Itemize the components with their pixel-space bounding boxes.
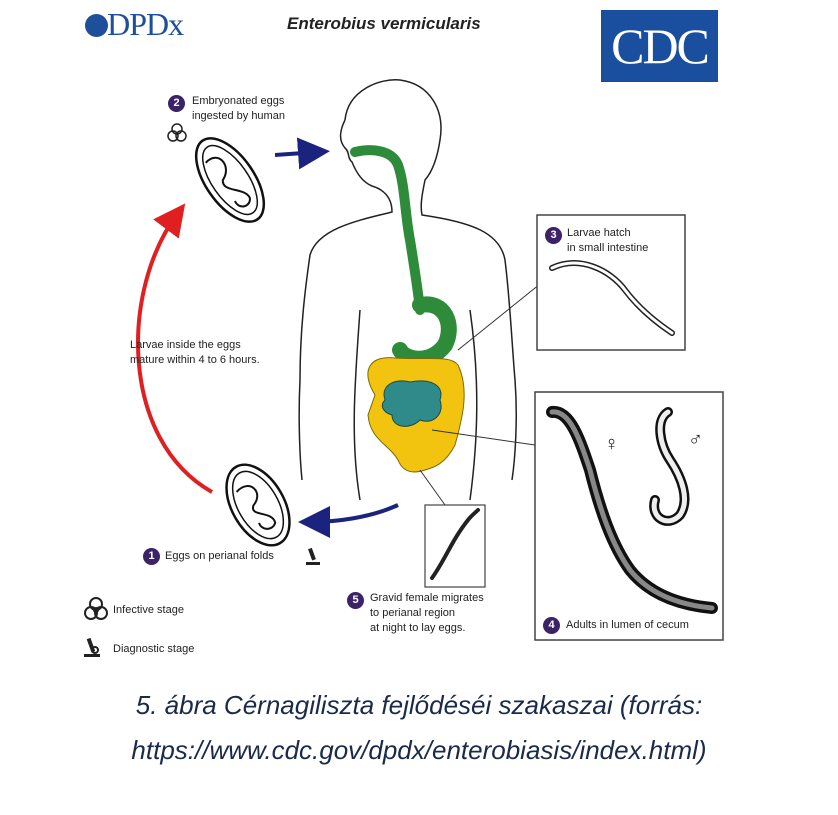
stage-2-label: Embryonated eggs ingested by human <box>192 94 285 124</box>
stage-5-label: Gravid female migrates to perianal regio… <box>370 591 484 636</box>
dpdx-logo: ODPDx <box>85 6 184 43</box>
stage-2-label-line1: Embryonated eggs <box>192 95 285 107</box>
stage-5-label-line2: to perianal region <box>370 607 456 619</box>
stage-1-badge: 1 <box>143 548 160 565</box>
biohazard-icon-stage-2 <box>167 123 187 142</box>
male-symbol: ♂ <box>688 429 703 451</box>
egg-stage-1 <box>225 463 291 547</box>
cdc-logo: CDC <box>601 10 718 82</box>
stage-4-box <box>534 391 724 641</box>
connector-stage-3 <box>457 279 546 351</box>
figure-caption-line2: https://www.cdc.gov/dpdx/enterobiasis/in… <box>131 735 707 765</box>
legend-diagnostic: Diagnostic stage <box>113 643 195 655</box>
stage-3-label-line2: in small intestine <box>567 242 649 254</box>
stage-1-label: Eggs on perianal folds <box>165 550 274 562</box>
stage-5-label-line3: at night to lay eggs. <box>370 622 466 634</box>
maturation-note-line2: mature within 4 to 6 hours. <box>130 354 260 366</box>
stage-3-label-line1: Larvae hatch <box>567 227 631 239</box>
arrow-maturation <box>136 203 213 494</box>
egg-stage-2 <box>194 137 266 223</box>
stage-2-badge: 2 <box>168 95 185 112</box>
gravid-female-drawing <box>430 508 480 580</box>
small-intestine <box>381 380 442 427</box>
stage-5-label-line1: Gravid female migrates <box>370 592 484 604</box>
microscope-icon <box>84 637 100 657</box>
stage-3-label: Larvae hatch in small intestine <box>567 226 648 256</box>
stage-2-label-line2: ingested by human <box>192 110 285 122</box>
stage-5-badge: 5 <box>347 592 364 609</box>
human-body-outline <box>298 79 517 501</box>
connector-stage-4 <box>431 429 536 446</box>
dpdx-logo-text: DPDx <box>107 6 184 42</box>
biohazard-icon <box>84 597 108 620</box>
esophagus-stomach <box>350 145 457 367</box>
arrow-to-egg-1 <box>298 503 399 538</box>
stage-3-badge: 3 <box>545 227 562 244</box>
life-cycle-diagram <box>84 79 724 657</box>
maturation-note-line1: Larvae inside the eggs <box>130 339 241 351</box>
diagram-title: Enterobius vermicularis <box>287 14 481 33</box>
maturation-note: Larvae inside the eggs mature within 4 t… <box>130 338 260 368</box>
arrow-to-mouth <box>274 137 330 170</box>
figure-caption-line1: 5. ábra Cérnagiliszta fejlődéséi szakasz… <box>135 690 703 720</box>
stage-4-label: Adults in lumen of cecum <box>566 619 689 631</box>
stage-4-badge: 4 <box>543 617 560 634</box>
microscope-icon-stage-1 <box>306 547 320 565</box>
dpdx-logo-mark <box>85 14 108 37</box>
connector-stage-5 <box>419 469 446 506</box>
legend-infective: Infective stage <box>113 604 184 616</box>
female-symbol: ♀ <box>604 433 619 455</box>
